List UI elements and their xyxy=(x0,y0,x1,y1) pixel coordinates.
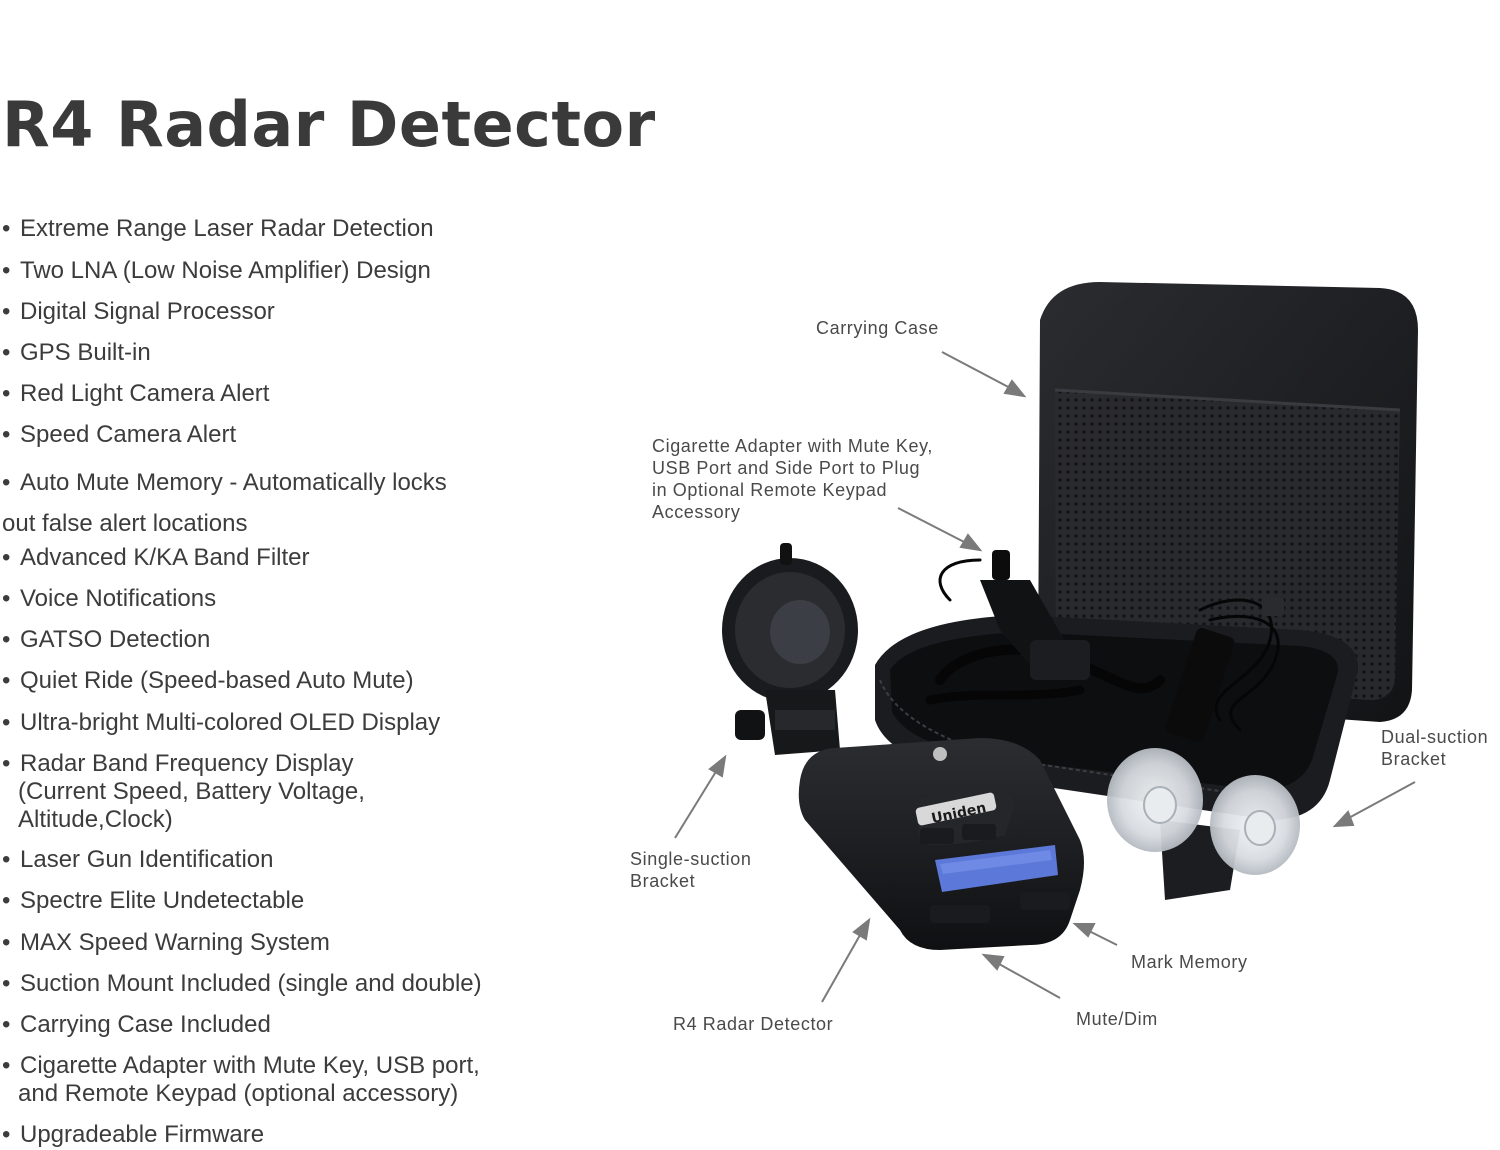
callout-text: Mark Memory xyxy=(1131,952,1248,972)
feature-item: • Quiet Ride (Speed-based Auto Mute) xyxy=(2,667,562,695)
callout-r4-detector: R4 Radar Detector xyxy=(673,1013,833,1035)
bullet: • xyxy=(2,257,11,284)
callout-dual-suction: Dual-suction Bracket xyxy=(1381,726,1488,770)
feature-item: • Digital Signal Processor xyxy=(2,298,562,326)
bullet: • xyxy=(2,215,11,242)
bullet: • xyxy=(2,585,11,612)
feature-list: • Extreme Range Laser Radar Detection • Tw… xyxy=(0,0,560,1150)
radar-detector: Uniden xyxy=(798,738,1084,950)
feature-item: • Upgradeable Firmware xyxy=(2,1121,562,1149)
callout-text: Single-suction xyxy=(630,849,752,869)
callout-text: Carrying Case xyxy=(816,318,939,338)
feature-item: • Cigarette Adapter with Mute Key, USB po… xyxy=(2,1052,562,1108)
bullet: • xyxy=(2,667,11,694)
cigarette-adapter xyxy=(980,550,1090,680)
feature-item: • Carrying Case Included xyxy=(2,1011,562,1039)
feature-text: Auto Mute Memory - Automatically locks xyxy=(20,469,447,496)
callout-text: R4 Radar Detector xyxy=(673,1014,834,1034)
callout-carrying-case: Carrying Case xyxy=(816,317,939,339)
callout-text: Cigarette Adapter with Mute Key, xyxy=(652,436,933,456)
feature-text: Upgradeable Firmware xyxy=(20,1121,265,1148)
feature-text: Suction Mount Included (single and doubl… xyxy=(20,970,482,997)
bullet: • xyxy=(2,1011,11,1038)
feature-text: Spectre Elite Undetectable xyxy=(20,887,305,914)
feature-text: MAX Speed Warning System xyxy=(20,929,330,956)
feature-item: • GATSO Detection xyxy=(2,626,562,654)
feature-item: • Spectre Elite Undetectable xyxy=(2,887,562,915)
feature-text: GPS Built-in xyxy=(20,339,151,366)
bullet: • xyxy=(2,339,11,366)
feature-text: Cigarette Adapter with Mute Key, USB por… xyxy=(20,1052,480,1079)
feature-item: • Voice Notifications xyxy=(2,585,562,613)
feature-text-continued: and Remote Keypad (optional accessory) xyxy=(18,1080,459,1107)
feature-item: • Auto Mute Memory - Automatically locks o… xyxy=(2,462,562,544)
feature-text: Two LNA (Low Noise Amplifier) Design xyxy=(20,257,431,284)
feature-item: • Ultra-bright Multi-colored OLED Display xyxy=(2,709,562,737)
feature-text: GATSO Detection xyxy=(20,626,211,653)
callout-text: USB Port and Side Port to Plug xyxy=(652,458,921,478)
feature-text: Speed Camera Alert xyxy=(20,421,237,448)
feature-item: • MAX Speed Warning System xyxy=(2,929,562,957)
bullet: • xyxy=(2,298,11,325)
feature-text: Laser Gun Identification xyxy=(20,846,274,873)
callout-text: Accessory xyxy=(652,502,741,522)
bullet: • xyxy=(2,626,11,653)
callout-single-suction: Single-suction Bracket xyxy=(630,848,751,892)
bullet: • xyxy=(2,544,11,571)
bullet: • xyxy=(2,1052,11,1079)
callout-mark-memory: Mark Memory xyxy=(1131,951,1248,973)
callout-text: Bracket xyxy=(630,871,696,891)
feature-text: Advanced K/KA Band Filter xyxy=(20,544,310,571)
carrying-case xyxy=(875,282,1418,820)
page-title: R4 Radar Detector xyxy=(2,88,656,161)
bullet: • xyxy=(2,846,11,873)
feature-text: Voice Notifications xyxy=(20,585,217,612)
callout-arrows xyxy=(674,351,1416,1003)
feature-text-continued: out false alert locations xyxy=(2,510,248,537)
bullet: • xyxy=(2,887,11,914)
single-suction-bracket xyxy=(722,543,858,755)
feature-text: Carrying Case Included xyxy=(20,1011,271,1038)
feature-item: • Speed Camera Alert xyxy=(2,421,562,449)
feature-item: • Laser Gun Identification xyxy=(2,846,562,874)
callout-text: Bracket xyxy=(1381,749,1447,769)
feature-item: • GPS Built-in xyxy=(2,339,562,367)
bullet: • xyxy=(2,929,11,956)
feature-text-continued: (Current Speed, Battery Voltage, xyxy=(18,778,365,805)
feature-text-continued: Altitude,Clock) xyxy=(18,806,173,833)
callout-text: Mute/Dim xyxy=(1076,1009,1158,1029)
bullet: • xyxy=(2,469,11,496)
feature-text: Radar Band Frequency Display xyxy=(20,750,354,777)
callout-cigarette-adapter: Cigarette Adapter with Mute Key, USB Por… xyxy=(652,435,933,523)
product-photo: Uniden xyxy=(674,282,1418,1003)
dual-suction-bracket xyxy=(1107,748,1300,900)
feature-text: Quiet Ride (Speed-based Auto Mute) xyxy=(20,667,414,694)
feature-item: • Red Light Camera Alert xyxy=(2,380,562,408)
bullet: • xyxy=(2,750,11,777)
bullet: • xyxy=(2,1121,11,1148)
feature-item: • Radar Band Frequency Display(Current Sp… xyxy=(2,750,562,834)
feature-text: Ultra-bright Multi-colored OLED Display xyxy=(20,709,441,736)
feature-text: Red Light Camera Alert xyxy=(20,380,270,407)
feature-item: • Suction Mount Included (single and doub… xyxy=(2,970,562,998)
bullet: • xyxy=(2,421,11,448)
feature-item: • Two LNA (Low Noise Amplifier) Design xyxy=(2,257,562,285)
bullet: • xyxy=(2,709,11,736)
bullet: • xyxy=(2,380,11,407)
feature-item: • Advanced K/KA Band Filter xyxy=(2,544,562,572)
callout-mute-dim: Mute/Dim xyxy=(1076,1008,1158,1030)
feature-item: • Extreme Range Laser Radar Detection xyxy=(2,215,562,243)
feature-text: Extreme Range Laser Radar Detection xyxy=(20,215,434,242)
callout-text: Dual-suction xyxy=(1381,727,1489,747)
callout-text: in Optional Remote Keypad xyxy=(652,480,888,500)
bullet: • xyxy=(2,970,11,997)
remote-keypad xyxy=(1165,628,1235,742)
usb-plug xyxy=(1262,598,1284,616)
feature-text: Digital Signal Processor xyxy=(20,298,275,325)
